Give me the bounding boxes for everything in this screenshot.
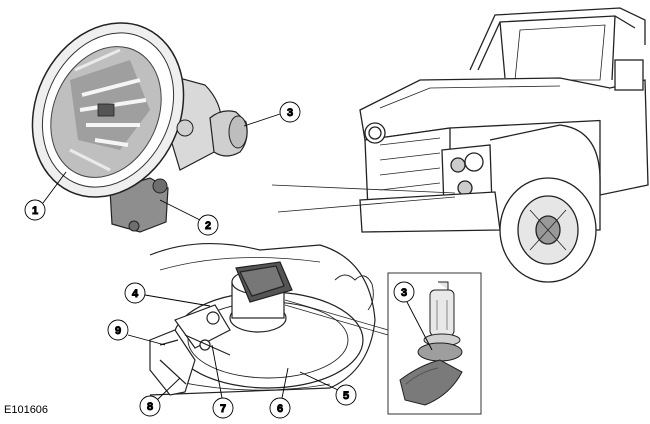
adjuster-mechanism bbox=[174, 304, 231, 356]
replacement-bulb bbox=[399, 281, 463, 406]
fog-lamp-assembly bbox=[31, 22, 248, 233]
callout-3-inset-marker bbox=[393, 281, 415, 303]
callout-8-label: 8 bbox=[147, 401, 153, 413]
callout-7-marker bbox=[212, 397, 234, 419]
lamp-bulb-holder bbox=[209, 110, 248, 157]
callout-3-marker bbox=[279, 101, 301, 123]
callouts: 1 2 3 3 4 5 6 7 8 9 bbox=[24, 101, 433, 419]
vehicle-front-view bbox=[271, 7, 649, 283]
callout-3-inset-label: 3 bbox=[401, 287, 407, 299]
callout-8-marker bbox=[139, 395, 161, 417]
lamp-rear-assembly bbox=[149, 242, 389, 396]
callout-1-marker bbox=[24, 199, 46, 221]
callout-5-marker bbox=[335, 384, 357, 406]
callout-1-label: 1 bbox=[32, 205, 38, 217]
lamp-mounting-bracket bbox=[109, 177, 169, 233]
callout-4-label: 4 bbox=[132, 288, 139, 300]
callout-2-label: 2 bbox=[205, 220, 211, 232]
vehicle-wheel bbox=[499, 177, 597, 283]
callout-4-marker bbox=[124, 282, 146, 304]
lamp-reflector bbox=[50, 46, 162, 178]
figure-code: E101606 bbox=[4, 404, 49, 416]
callout-5-label: 5 bbox=[343, 390, 349, 402]
bulb-inset bbox=[387, 272, 482, 415]
mounting-bracket-lower bbox=[149, 329, 196, 396]
callout-7-label: 7 bbox=[220, 403, 226, 415]
callout-3-label: 3 bbox=[287, 107, 293, 119]
callout-2-marker bbox=[197, 214, 219, 236]
callout-9-marker bbox=[107, 319, 129, 341]
callout-6-marker bbox=[269, 397, 291, 419]
socket-connector bbox=[229, 261, 293, 333]
callout-6-label: 6 bbox=[277, 403, 283, 415]
callout-9-label: 9 bbox=[115, 325, 121, 337]
